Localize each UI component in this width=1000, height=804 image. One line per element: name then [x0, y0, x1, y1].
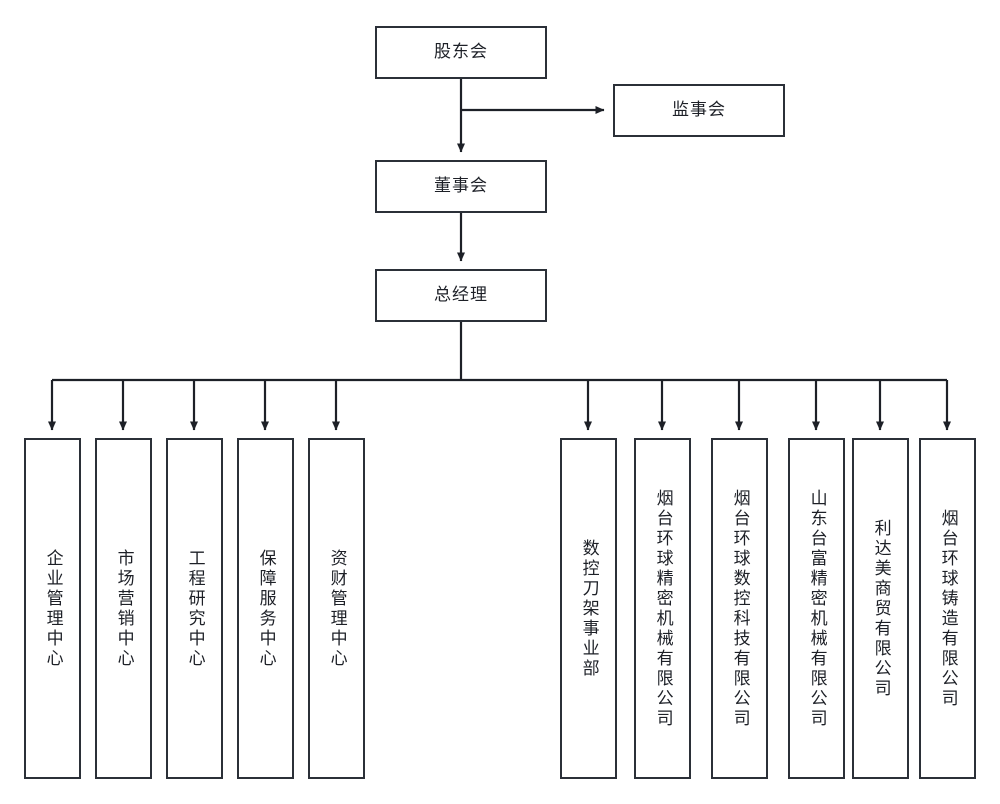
node-label-shandong-taifu-precision-machinery: 山东台富精密机械有限公司 [806, 488, 827, 729]
node-supervisory-board[interactable]: 监事会 [613, 84, 785, 137]
node-cnc-tool-turret-division[interactable]: 数控刀架事业部 [560, 438, 617, 779]
node-label-supervisory-board: 监事会 [672, 100, 726, 121]
node-label-yantai-huanqiu-casting: 烟台环球铸造有限公司 [937, 508, 958, 709]
node-general-manager[interactable]: 总经理 [375, 269, 547, 322]
node-label-enterprise-management-center: 企业管理中心 [42, 548, 63, 669]
node-label-support-service-center: 保障服务中心 [255, 548, 276, 669]
node-label-lidamei-trading: 利达美商贸有限公司 [870, 518, 891, 699]
node-market-marketing-center[interactable]: 市场营销中心 [95, 438, 152, 779]
node-label-shareholders-meeting: 股东会 [434, 42, 488, 63]
node-board-of-directors[interactable]: 董事会 [375, 160, 547, 213]
node-label-finance-management-center: 资财管理中心 [326, 548, 347, 669]
node-label-cnc-tool-turret-division: 数控刀架事业部 [578, 538, 599, 679]
node-label-yantai-huanqiu-cnc-technology: 烟台环球数控科技有限公司 [729, 488, 750, 729]
node-shandong-taifu-precision-machinery[interactable]: 山东台富精密机械有限公司 [788, 438, 845, 779]
node-engineering-research-center[interactable]: 工程研究中心 [166, 438, 223, 779]
node-shareholders-meeting[interactable]: 股东会 [375, 26, 547, 79]
node-yantai-huanqiu-precision-machinery[interactable]: 烟台环球精密机械有限公司 [634, 438, 691, 779]
node-support-service-center[interactable]: 保障服务中心 [237, 438, 294, 779]
node-label-general-manager: 总经理 [434, 285, 488, 306]
node-finance-management-center[interactable]: 资财管理中心 [308, 438, 365, 779]
node-yantai-huanqiu-cnc-technology[interactable]: 烟台环球数控科技有限公司 [711, 438, 768, 779]
node-yantai-huanqiu-casting[interactable]: 烟台环球铸造有限公司 [919, 438, 976, 779]
node-label-market-marketing-center: 市场营销中心 [113, 548, 134, 669]
node-label-board-of-directors: 董事会 [434, 176, 488, 197]
node-label-engineering-research-center: 工程研究中心 [184, 548, 205, 669]
node-label-yantai-huanqiu-precision-machinery: 烟台环球精密机械有限公司 [652, 488, 673, 729]
node-lidamei-trading[interactable]: 利达美商贸有限公司 [852, 438, 909, 779]
node-enterprise-management-center[interactable]: 企业管理中心 [24, 438, 81, 779]
